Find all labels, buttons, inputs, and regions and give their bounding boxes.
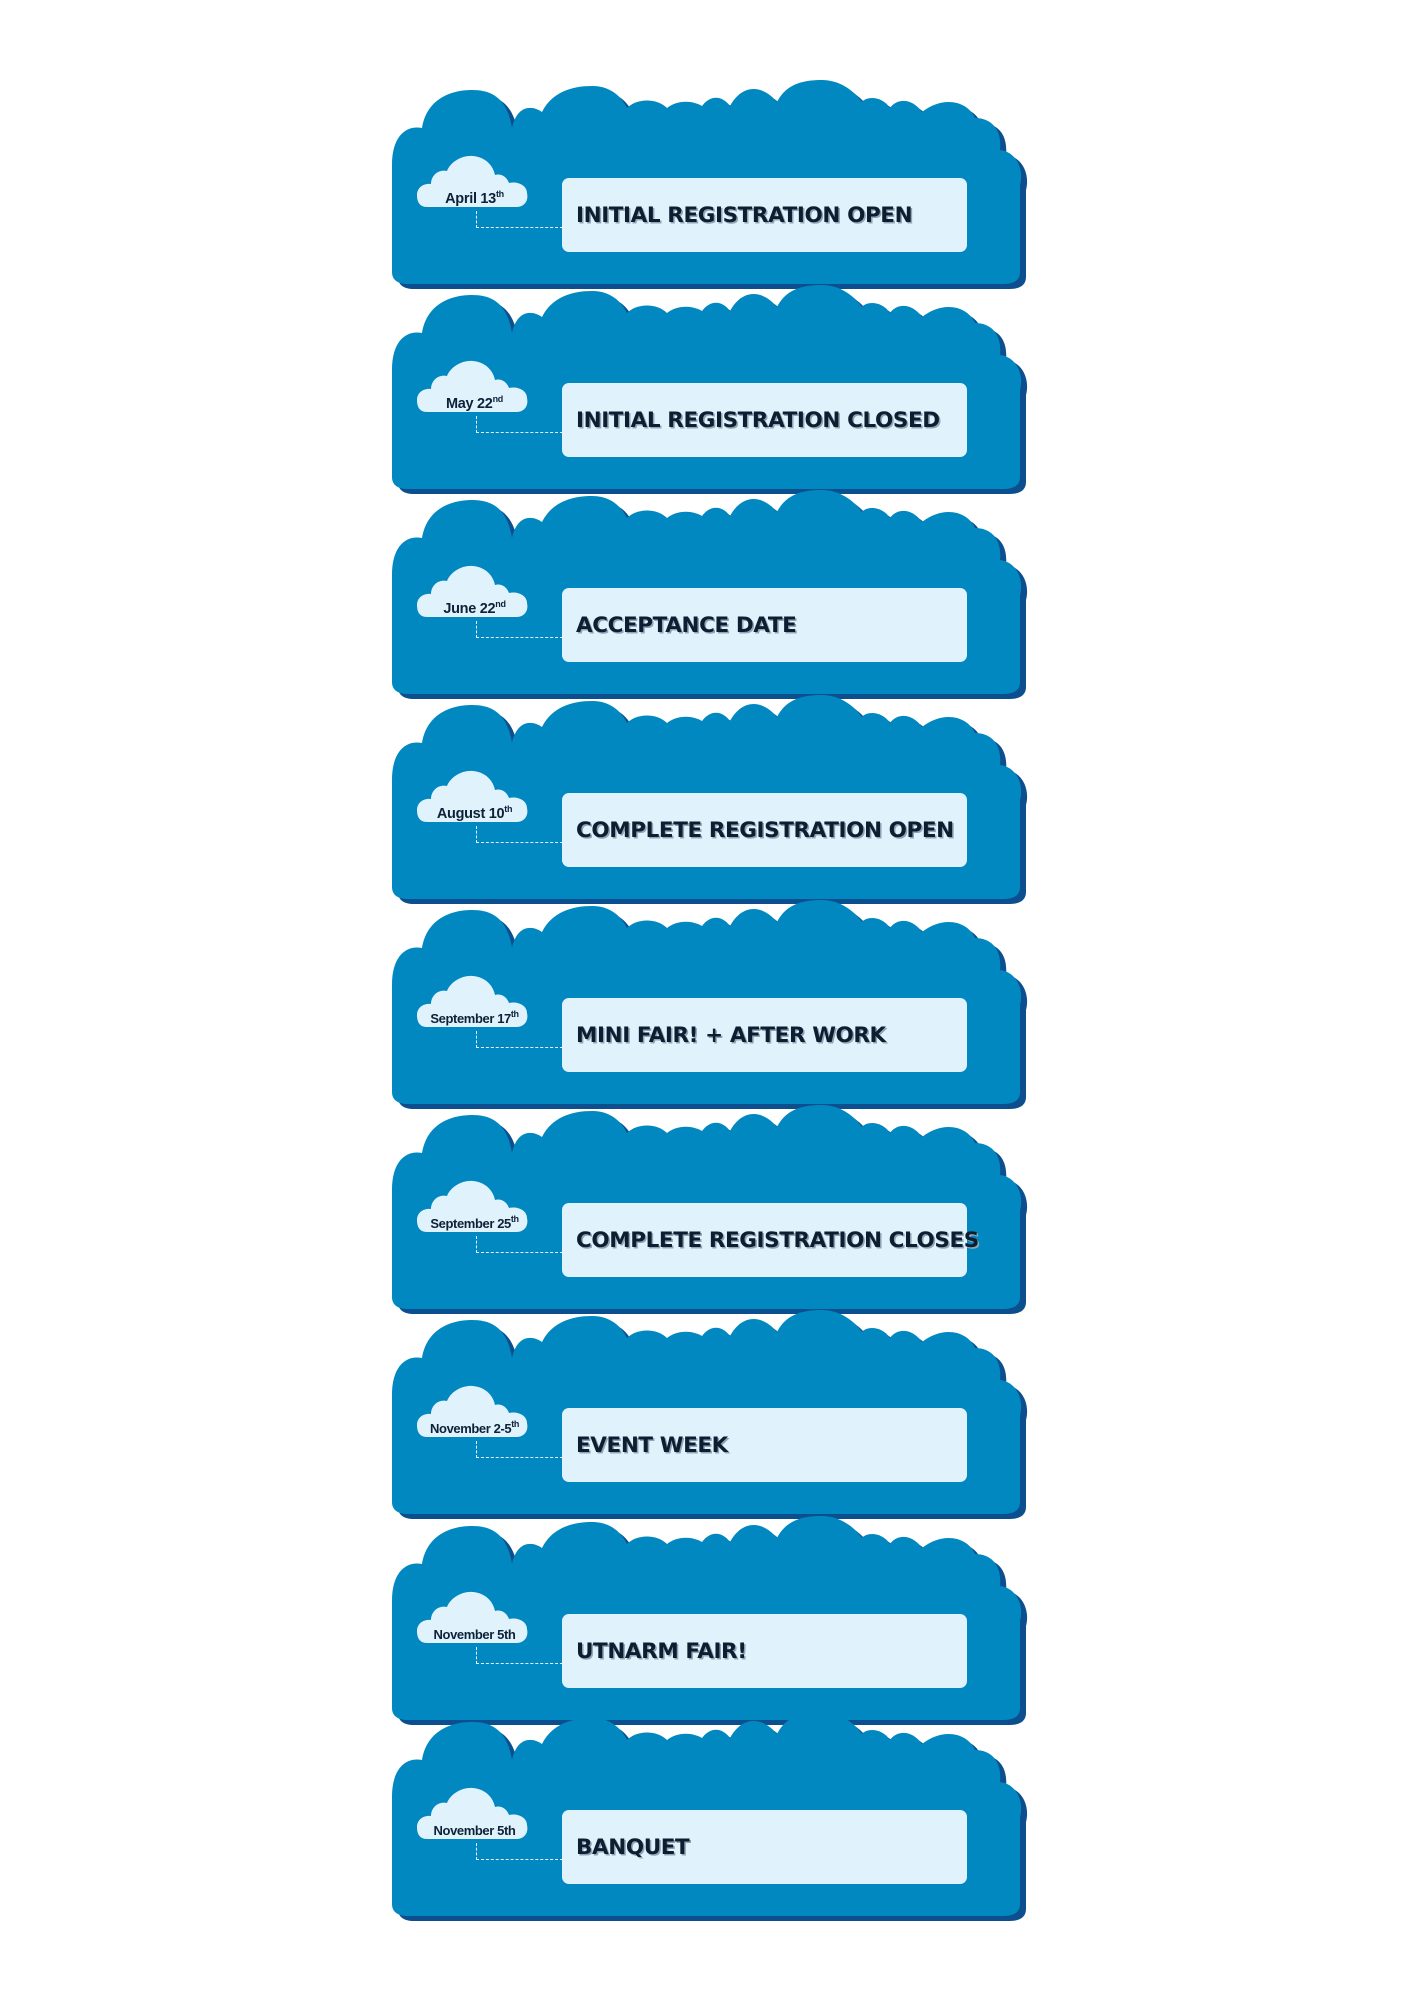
date-badge: August 10th: [417, 770, 532, 826]
event-date-suffix: th: [510, 1214, 519, 1224]
event-label-box: INITIAL REGISTRATION OPEN: [562, 178, 967, 252]
date-badge: April 13th: [417, 155, 532, 211]
date-badge: June 22nd: [417, 565, 532, 621]
event-title: UTNARM FAIR!: [576, 1638, 747, 1664]
event-date-suffix: nd: [495, 599, 506, 609]
event-date: May 22nd: [417, 395, 532, 413]
event-title: COMPLETE REGISTRATION OPEN: [576, 817, 954, 843]
event-title: EVENT WEEK: [576, 1432, 728, 1458]
cloud-icon: [417, 1787, 528, 1839]
connector-line: [476, 1236, 563, 1253]
event-date-text: April 13: [445, 191, 496, 207]
event-title: INITIAL REGISTRATION OPEN: [576, 202, 913, 228]
event-label-box: COMPLETE REGISTRATION OPEN: [562, 793, 967, 867]
event-date: September 17th: [417, 1010, 532, 1028]
connector-line: [476, 1843, 563, 1860]
event-date: June 22nd: [417, 600, 532, 618]
cloud-icon: [417, 360, 528, 412]
event-date-text: June 22: [443, 601, 496, 617]
cloud-icon: [417, 1385, 528, 1437]
connector-line: [476, 826, 563, 843]
connector-line: [476, 211, 563, 228]
event-date-suffix: th: [510, 1009, 519, 1019]
connector-line: [476, 1031, 563, 1048]
date-badge: May 22nd: [417, 360, 532, 416]
event-label-box: UTNARM FAIR!: [562, 1614, 967, 1688]
cloud-icon: [417, 565, 528, 617]
event-label-box: BANQUET: [562, 1810, 967, 1884]
date-badge: November 2-5th: [417, 1385, 532, 1441]
event-date: November 5th: [417, 1822, 532, 1840]
event-date-suffix: nd: [492, 394, 504, 404]
event-title: COMPLETE REGISTRATION CLOSES: [576, 1227, 979, 1253]
event-title: MINI FAIR! + AFTER WORK: [576, 1022, 886, 1048]
event-date: April 13th: [417, 190, 532, 208]
connector-line: [476, 1441, 563, 1458]
event-date-suffix: th: [511, 1419, 519, 1429]
event-date: September 25th: [417, 1215, 532, 1233]
event-date: November 2-5th: [417, 1420, 532, 1438]
date-badge: November 5th: [417, 1787, 532, 1843]
event-label-box: MINI FAIR! + AFTER WORK: [562, 998, 967, 1072]
cloud-icon: [417, 975, 528, 1027]
event-label-box: COMPLETE REGISTRATION CLOSES: [562, 1203, 979, 1277]
event-date-text: November 5th: [433, 1627, 516, 1642]
event-date-text: November 2-5: [430, 1421, 512, 1436]
connector-line: [476, 621, 563, 638]
event-date: November 5th: [417, 1626, 532, 1644]
connector-line: [476, 1647, 563, 1664]
date-badge: September 17th: [417, 975, 532, 1031]
event-title: INITIAL REGISTRATION CLOSED: [576, 407, 940, 433]
cloud-icon: [417, 1591, 528, 1643]
cloud-icon: [417, 155, 528, 207]
event-label-box: ACCEPTANCE DATE: [562, 588, 967, 662]
cloud-icon: [417, 1180, 528, 1232]
event-date-suffix: th: [504, 804, 513, 814]
date-badge: September 25th: [417, 1180, 532, 1236]
event-date-suffix: th: [495, 189, 504, 199]
event-date: August 10th: [417, 805, 532, 823]
connector-line: [476, 416, 563, 433]
event-date-text: September 17: [430, 1011, 511, 1026]
event-title: ACCEPTANCE DATE: [576, 612, 797, 638]
event-label-box: EVENT WEEK: [562, 1408, 967, 1482]
event-title: BANQUET: [576, 1834, 690, 1860]
event-date-text: November 5th: [433, 1823, 516, 1838]
cloud-icon: [417, 770, 528, 822]
event-date-text: May 22: [446, 396, 493, 412]
event-date-text: September 25: [430, 1216, 511, 1231]
event-date-text: August 10: [436, 806, 505, 822]
date-badge: November 5th: [417, 1591, 532, 1647]
event-label-box: INITIAL REGISTRATION CLOSED: [562, 383, 967, 457]
